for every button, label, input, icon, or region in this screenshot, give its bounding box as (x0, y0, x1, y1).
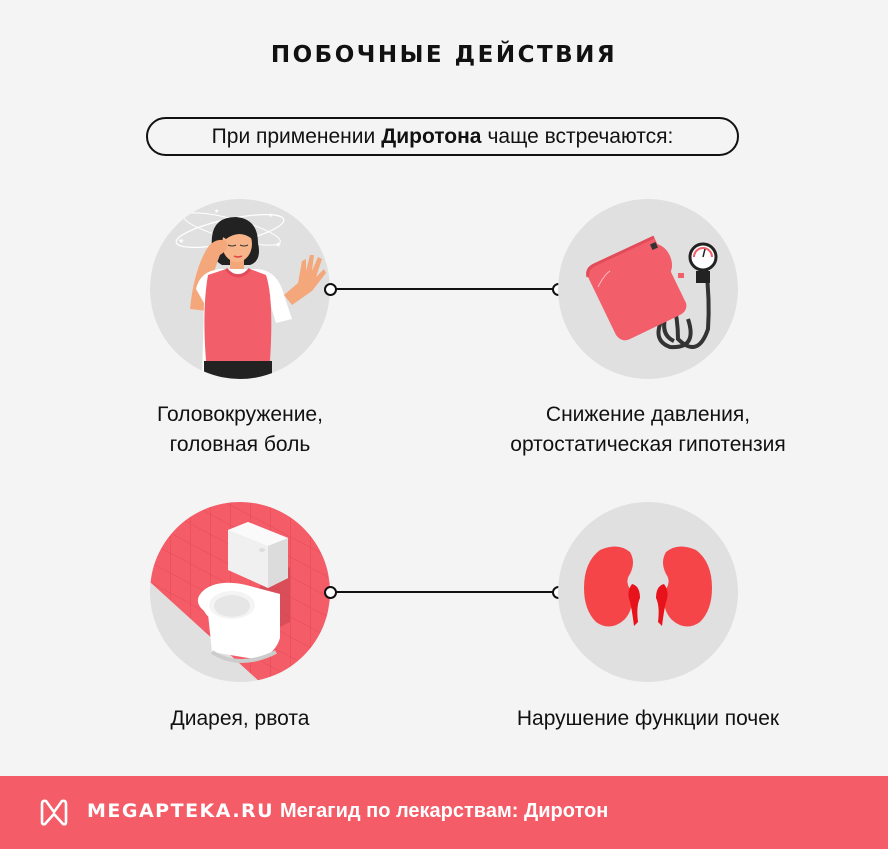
connector-line (334, 591, 556, 593)
connector-line (334, 288, 556, 290)
footer-tagline: Мегагид по лекарствам: Диротон (280, 800, 609, 822)
side-effect-label-dizziness: Головокружение, головная боль (157, 403, 323, 456)
subtitle-drug-name: Диротона (381, 124, 482, 148)
blood-pressure-monitor-icon (558, 199, 738, 379)
subtitle-pill: При применении Диротона чаще встречаются… (146, 117, 739, 156)
toilet-icon (150, 502, 330, 682)
subtitle-prefix: При применении (211, 124, 376, 148)
connector-dot (324, 586, 337, 599)
brand-link[interactable]: MEGAPTEKA.RU (87, 800, 275, 822)
megapteka-logo-icon (38, 798, 70, 831)
page-title: ПОБОЧНЫЕ ДЕЙСТВИЯ (270, 42, 618, 68)
svg-text:★: ★ (214, 208, 219, 215)
subtitle-suffix: чаще встречаются: (487, 124, 674, 148)
kidneys-icon (558, 502, 738, 682)
footer-bar: MEGAPTEKA.RU Мегагид по лекарствам: Диро… (0, 776, 888, 849)
side-effect-label-diarrhea: Диарея, рвота (170, 707, 310, 730)
connector-dot (324, 283, 337, 296)
dizzy-woman-icon: ★ ★ ★ ★ (150, 199, 330, 379)
svg-text:★: ★ (275, 241, 281, 249)
svg-text:★: ★ (268, 212, 273, 219)
svg-text:★: ★ (178, 237, 184, 245)
side-effect-label-hypotension: Снижение давления, ортостатическая гипот… (510, 403, 786, 456)
side-effect-label-kidney: Нарушение функции почек (516, 707, 780, 730)
